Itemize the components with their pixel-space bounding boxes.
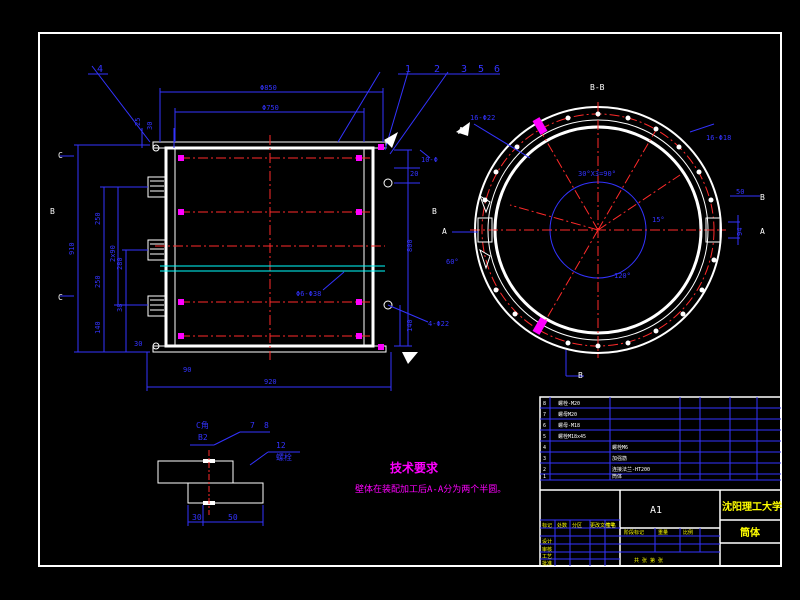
cut-mark-c-top: C bbox=[58, 151, 63, 160]
dim-span-2x90: 2x90 bbox=[109, 245, 117, 262]
balloon-2: 2 bbox=[434, 64, 440, 75]
dim-right-holes-16: 16-Φ18 bbox=[706, 134, 731, 142]
cell-sheet: 共 张 第 张 bbox=[634, 557, 663, 564]
detail-dim-top: C角 bbox=[196, 420, 209, 430]
cell-weight: 重量 bbox=[658, 529, 668, 536]
cut-mark-b-right: B bbox=[432, 207, 437, 216]
footer-cell-5: 签名 bbox=[606, 522, 616, 529]
dim-span-250-b: 250 bbox=[94, 275, 102, 288]
cut-mark-b-bottom: B bbox=[578, 371, 583, 380]
cell-scale: 比例 bbox=[683, 529, 693, 536]
bom-row-5-name: 螺栓M6 bbox=[612, 444, 628, 451]
cell-design: 设计 bbox=[542, 538, 552, 545]
balloon-6: 6 bbox=[494, 64, 500, 75]
dim-span-250-a: 250 bbox=[94, 212, 102, 225]
bom-row-6-no: 3 bbox=[543, 456, 546, 462]
bom-row-1-no: 8 bbox=[543, 401, 546, 407]
dim-flange-height: 25 bbox=[134, 118, 142, 126]
dim-angle-60: 60° bbox=[446, 258, 459, 266]
dim-span-280: 280 bbox=[116, 257, 124, 270]
detail-dim-top2: B2 bbox=[198, 433, 208, 442]
cut-mark-a-left: A bbox=[442, 227, 447, 236]
dim-base-length: 920 bbox=[264, 378, 277, 386]
cut-mark-c-bottom: C bbox=[58, 293, 63, 302]
detail-dim-50: 50 bbox=[228, 513, 238, 522]
cut-mark-a-top: A bbox=[458, 126, 464, 137]
cell-process: 工艺 bbox=[542, 554, 552, 560]
balloon-3: 3 bbox=[461, 64, 467, 75]
dim-94: 94 bbox=[736, 228, 744, 236]
dim-overall-height: 910 bbox=[68, 242, 76, 255]
bom-row-4-name: 螺栓M18x45 bbox=[558, 433, 586, 440]
detail-balloon-8: 8 bbox=[264, 421, 269, 430]
dim-bottom-holes: 4-Φ22 bbox=[428, 320, 449, 328]
detail-view: C角 B2 7 8 12 螺栓 30 50 bbox=[157, 420, 300, 526]
footer-cell-4: 更改文件号 bbox=[590, 522, 615, 529]
dim-flange-offset: 30 bbox=[146, 122, 154, 130]
tech-note-title: 技术要求 bbox=[390, 460, 439, 475]
detail-dim-right2: 螺栓 bbox=[276, 452, 292, 462]
bom-row-4-no: 5 bbox=[543, 434, 546, 440]
tech-note: 技术要求 壁体在装配加工后A-A分为两个半圆。 bbox=[355, 460, 506, 495]
sheet-size: A1 bbox=[650, 505, 662, 516]
balloon-5: 5 bbox=[478, 64, 484, 75]
balloon-1: 1 bbox=[405, 64, 411, 75]
detail-upper-plate bbox=[157, 460, 234, 484]
bom-row-7-no: 2 bbox=[543, 467, 546, 473]
dim-small-30: 30 bbox=[134, 340, 142, 348]
dim-small-38: 38 bbox=[116, 304, 124, 312]
part-name: 筒体 bbox=[740, 526, 761, 539]
dim-bottom-140-left: 140 bbox=[94, 321, 102, 334]
footer-cell-1: 标记 bbox=[542, 522, 552, 529]
dim-bottom-90: 90 bbox=[183, 366, 191, 374]
drawing-border bbox=[38, 32, 782, 567]
dim-side-800: 800 bbox=[406, 239, 414, 252]
detail-balloon-7: 7 bbox=[250, 421, 255, 430]
bom-row-3-no: 6 bbox=[543, 423, 546, 429]
dim-outer-width: Φ850 bbox=[260, 84, 277, 92]
section-label-b-b: B-B bbox=[590, 83, 605, 92]
title-block: 8 螺栓-M20 7 螺母M20 6 螺母-M18 5 螺栓M18x45 4 螺… bbox=[539, 396, 782, 567]
cell-stage: 阶段标记 bbox=[624, 529, 644, 536]
tech-note-line1: 壁体在装配加工后A-A分为两个半圆。 bbox=[355, 483, 506, 495]
cell-approve: 批准 bbox=[542, 560, 552, 567]
bom-row-7-name: 连接法兰-HT200 bbox=[612, 466, 650, 473]
dim-gap-20: 20 bbox=[410, 170, 418, 178]
bom-row-6-name: 加强筋 bbox=[612, 455, 627, 462]
cell-review: 审核 bbox=[542, 546, 552, 553]
cut-mark-a-right: A bbox=[760, 227, 765, 236]
bom-row-3-name: 螺母-M18 bbox=[558, 422, 580, 429]
bom-row-8-name: 筒体 bbox=[612, 473, 622, 480]
balloon-4: 4 bbox=[97, 64, 103, 75]
dim-inner-width: Φ750 bbox=[262, 104, 279, 112]
detail-dim-right: 12 bbox=[276, 441, 286, 450]
side-view: 16-Φ22 16-Φ18 30°X3=90° 120° 60° 15° 50 … bbox=[442, 83, 765, 380]
dim-top-holes-16: 16-Φ22 bbox=[470, 114, 495, 122]
front-view: Φ850 Φ750 910 920 250 2x90 250 280 140 3… bbox=[50, 64, 500, 391]
dim-50: 50 bbox=[736, 188, 744, 196]
footer-cell-2: 处数 bbox=[557, 522, 567, 529]
footer-cell-3: 分区 bbox=[572, 522, 582, 529]
bom-row-5-no: 4 bbox=[543, 445, 546, 451]
bom-row-2-no: 7 bbox=[543, 412, 546, 418]
bom-row-2-name: 螺母M20 bbox=[558, 411, 577, 418]
dim-angle-120: 120° bbox=[614, 272, 631, 280]
dim-top-holes: 10-Φ bbox=[421, 156, 438, 164]
detail-dim-30: 30 bbox=[192, 513, 202, 522]
bom-row-1-name: 螺栓-M20 bbox=[558, 400, 580, 407]
dim-bottom-140-right: 140 bbox=[406, 319, 414, 332]
cut-mark-a-top-right: B bbox=[760, 193, 765, 202]
school-name: 沈阳理工大学 bbox=[722, 500, 782, 513]
left-lugs bbox=[147, 176, 167, 317]
dim-angle-30x3: 30°X3=90° bbox=[578, 170, 616, 178]
cut-mark-b-left: B bbox=[50, 207, 55, 216]
bom-row-8-no: 1 bbox=[543, 474, 546, 480]
detail-lower-plate bbox=[187, 482, 264, 504]
dim-angle-15: 15° bbox=[652, 216, 665, 224]
dim-rod-dia: Φ6-Φ38 bbox=[296, 290, 321, 298]
